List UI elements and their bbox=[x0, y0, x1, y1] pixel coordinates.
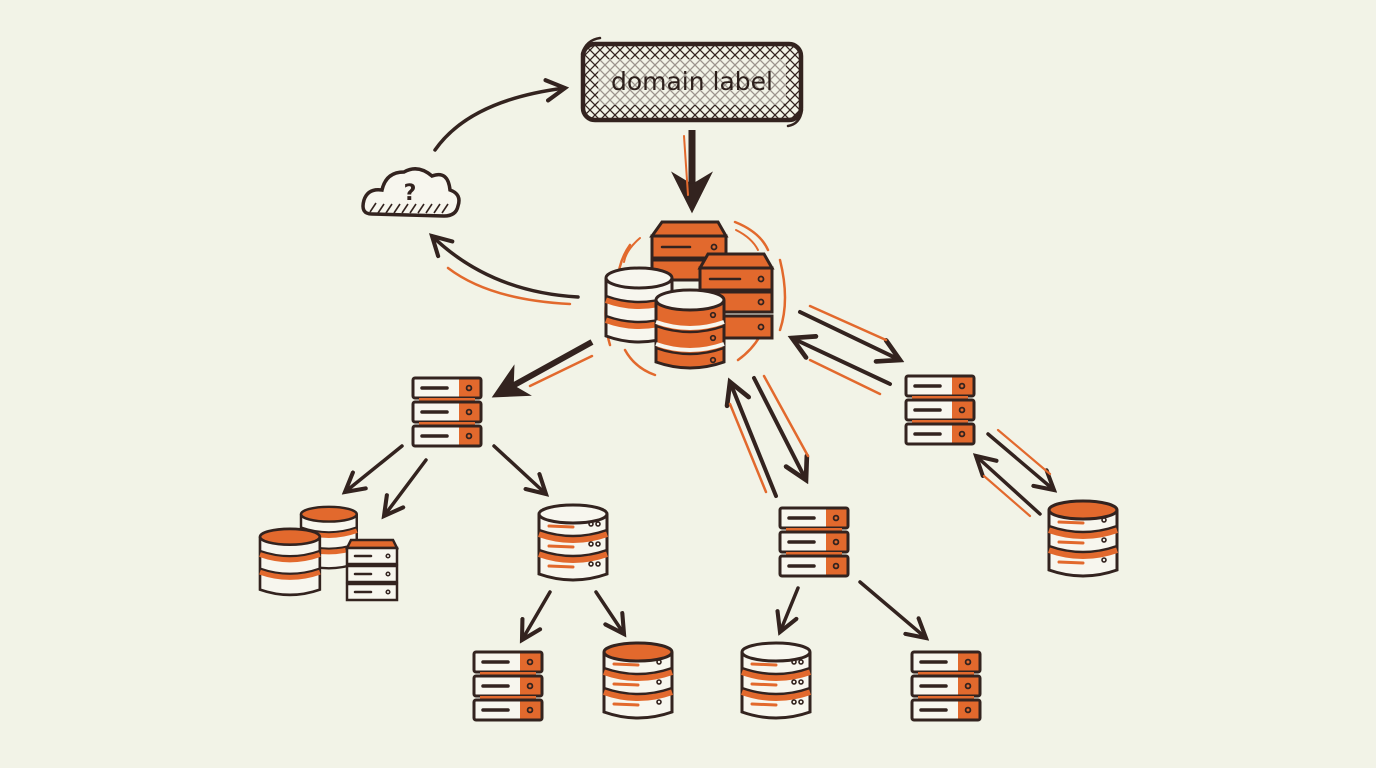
right-server-rack[interactable] bbox=[904, 374, 976, 446]
arrows-left-db-children bbox=[522, 590, 624, 640]
left-cluster-group[interactable] bbox=[260, 507, 399, 602]
arrows-left-server-children bbox=[345, 444, 546, 516]
arrow-label-to-hub bbox=[671, 130, 713, 214]
arrow-cloud-to-label bbox=[433, 88, 565, 152]
arrow-hub-to-left-server bbox=[491, 339, 594, 398]
arrow-right-server-db-bidirectional bbox=[976, 428, 1054, 518]
mid-child-database[interactable] bbox=[742, 643, 810, 718]
hub-storage-cluster[interactable] bbox=[604, 220, 787, 377]
domain-label-box[interactable]: domain label bbox=[580, 36, 804, 128]
mid-server-rack[interactable] bbox=[778, 506, 850, 578]
arrow-hub-mid-bidirectional bbox=[730, 374, 810, 498]
cloud-unknown-icon: ? bbox=[361, 167, 461, 218]
left-db-child-server[interactable] bbox=[472, 650, 544, 722]
arrow-hub-right-bidirectional bbox=[792, 304, 900, 396]
mid-child-server[interactable] bbox=[910, 650, 982, 722]
arrow-hub-to-cloud bbox=[432, 236, 580, 306]
right-database[interactable] bbox=[1049, 501, 1117, 576]
domain-label-text: domain label bbox=[611, 67, 773, 96]
arrows-mid-server-children bbox=[780, 580, 926, 638]
left-db-child-database[interactable] bbox=[604, 643, 672, 718]
left-server-rack[interactable] bbox=[411, 376, 483, 448]
left-database[interactable] bbox=[539, 505, 607, 580]
cloud-question-glyph: ? bbox=[404, 181, 417, 206]
